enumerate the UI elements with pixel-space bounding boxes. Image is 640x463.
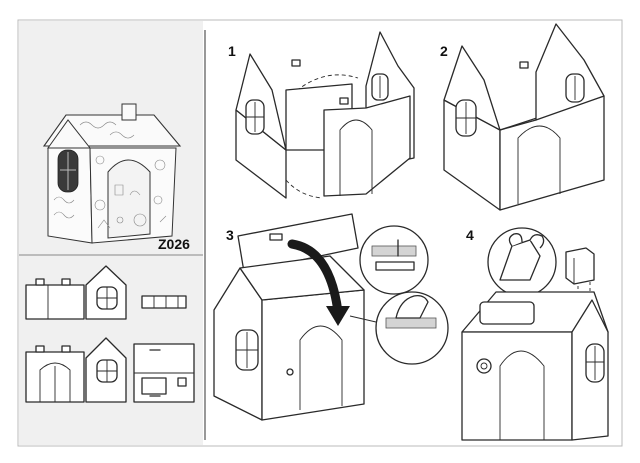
step-4-front-wall xyxy=(461,331,573,441)
step-1-front-wall xyxy=(323,95,411,197)
flat-pieces xyxy=(25,265,195,403)
step-4: 4 xyxy=(461,227,609,441)
flat-piece-back xyxy=(25,278,85,320)
outer-frame xyxy=(17,19,623,447)
product-image: Z026 xyxy=(42,103,190,252)
step-3: 3 xyxy=(213,213,449,421)
step-1-number: 1 xyxy=(228,43,236,59)
step-4-vent xyxy=(476,358,492,374)
product-doodles xyxy=(53,121,167,229)
step-2-number: 2 xyxy=(440,43,448,59)
step-4-door xyxy=(499,350,545,440)
model-code: Z026 xyxy=(158,236,190,252)
step-4-chimney xyxy=(565,247,595,285)
step-4-roof-hatch xyxy=(479,301,535,325)
flat-piece-front-gable xyxy=(85,265,127,320)
step-1: 1 xyxy=(228,31,415,199)
flat-piece-roof xyxy=(133,343,195,403)
step-3-detail-slot xyxy=(359,225,429,295)
flat-piece-chimney xyxy=(141,295,187,309)
product-chimney xyxy=(121,103,137,121)
step-2: 2 xyxy=(440,23,605,211)
flat-piece-door-wall xyxy=(25,345,85,403)
hand-icon xyxy=(395,294,429,319)
curved-arrow-icon xyxy=(287,239,343,317)
arrow-head xyxy=(326,306,350,326)
product-door xyxy=(107,159,151,239)
step-3-front-wall xyxy=(261,289,365,421)
step-4-number: 4 xyxy=(466,227,474,243)
flat-piece-back-gable xyxy=(85,337,127,403)
step-3-number: 3 xyxy=(226,227,234,243)
